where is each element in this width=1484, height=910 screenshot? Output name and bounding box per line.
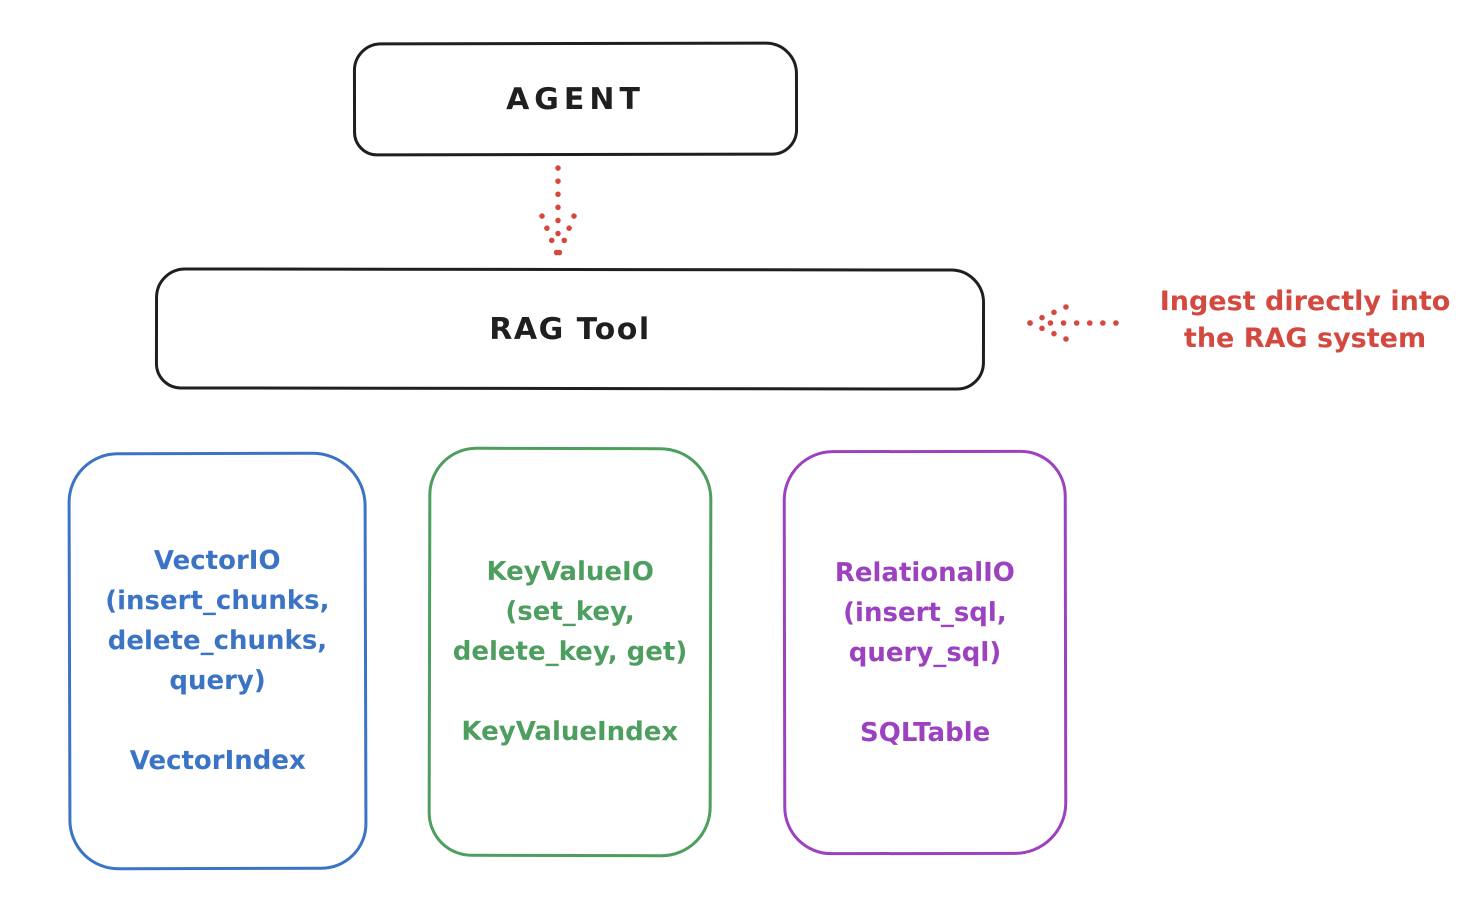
backend-line: (set_key, [505,596,635,628]
backend-line: RelationalIO [834,557,1015,588]
relational-io-box: RelationalIO (insert_sql, query_sql) SQL… [782,449,1068,856]
relational-io-lines: RelationalIO (insert_sql, query_sql) [835,552,1015,672]
backend-line: (insert_chunks, [105,585,330,617]
agent-box-label: AGENT [506,81,645,117]
backend-line: KeyValueIO [486,556,654,588]
backend-line: query_sql) [848,637,1002,668]
agent-to-ragtool-arrow-icon [539,165,577,259]
agent-box: AGENT [352,41,799,157]
keyvalue-io-lines: KeyValueIO (set_key, delete_key, get) [453,552,688,672]
backend-line: delete_chunks, [107,625,328,657]
vector-io-lines: VectorIO (insert_chunks, delete_chunks, … [105,541,330,702]
keyvalue-io-box: KeyValueIO (set_key, delete_key, get) Ke… [427,446,713,858]
ingest-annotation-line2: the RAG system [1183,323,1427,354]
backend-line: VectorIO [153,545,281,577]
ingest-annotation-line1: Ingest directly into [1159,286,1451,317]
backend-line: delete_key, get) [452,636,688,668]
vector-io-box: VectorIO (insert_chunks, delete_chunks, … [67,451,368,871]
ingest-annotation: Ingest directly into the RAG system [1125,283,1484,357]
rag-tool-box-label: RAG Tool [489,311,651,347]
vector-index-label: VectorIndex [129,745,306,777]
rag-tool-box: RAG Tool [154,267,986,391]
backend-line: query) [169,665,266,697]
sql-table-label: SQLTable [860,717,991,748]
backend-line: (insert_sql, [843,597,1007,628]
keyvalue-index-label: KeyValueIndex [461,716,679,748]
ingest-annotation-arrow-icon [1027,304,1119,342]
